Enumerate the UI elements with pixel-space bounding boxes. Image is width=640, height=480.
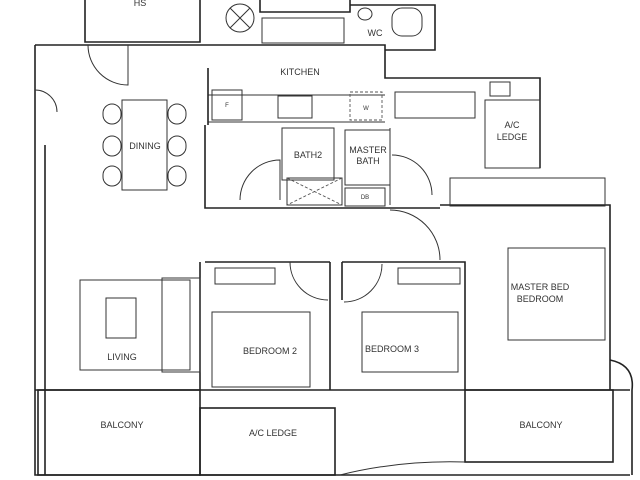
label-fridge: F: [225, 103, 229, 109]
label-dining: DINING: [129, 141, 161, 151]
label-master-bedroom: MASTER BED: [511, 282, 570, 292]
label-bath2: BATH2: [294, 150, 322, 160]
bath2-door[interactable]: [239, 159, 281, 201]
balcony-left: [37, 389, 201, 476]
label-living: LIVING: [107, 352, 137, 362]
toilet-icon: [391, 7, 423, 37]
label-bedroom2: BEDROOM 2: [243, 346, 297, 356]
label-ac-ledge-top: A/C: [504, 120, 520, 130]
label-ac-ledge-bottom: A/C LEDGE: [249, 428, 297, 438]
shower-icon: [286, 177, 343, 206]
wardrobe-bedroom2: [214, 267, 276, 285]
label-wc: WC: [368, 28, 383, 38]
bedroom2-door[interactable]: [289, 261, 329, 301]
label-balcony-left: BALCONY: [100, 420, 143, 430]
bed-bedroom2: [211, 311, 311, 388]
fan-icon: [225, 3, 255, 33]
fridge: [211, 89, 243, 121]
wardrobe-bedroom3: [397, 267, 461, 285]
bedroom3-door[interactable]: [343, 263, 383, 303]
label-kitchen: KITCHEN: [280, 67, 320, 77]
label-hs: HS: [134, 0, 147, 8]
label-bedroom3: BEDROOM 3: [365, 344, 419, 354]
dining-chairs: [102, 103, 187, 187]
label-db: DB: [361, 195, 369, 201]
master-bath-door[interactable]: [389, 128, 433, 205]
dining-table: [121, 99, 168, 191]
living-rug: [79, 279, 191, 371]
bed-bedroom3: [361, 311, 459, 373]
side-door[interactable]: [34, 89, 58, 113]
hob-icon: [277, 95, 313, 119]
label-master-bath: MASTER: [349, 145, 387, 155]
washer: [349, 91, 383, 121]
coffee-table: [105, 297, 137, 339]
label-balcony-right: BALCONY: [519, 420, 562, 430]
label-master-bath-2: BATH: [356, 156, 379, 166]
ac-ledge-bottom: [199, 407, 336, 476]
label-ac-ledge-top-2: LEDGE: [497, 132, 528, 142]
balcony-right: [464, 389, 614, 463]
master-bed: [507, 247, 606, 341]
basin-icon: [357, 7, 373, 21]
hs-room: [84, 0, 201, 43]
sofa: [161, 277, 201, 373]
label-washer: W: [363, 106, 369, 112]
wardrobe: [449, 177, 606, 207]
label-master-bedroom-2: BEDROOM: [517, 294, 564, 304]
entrance-door[interactable]: [87, 44, 129, 86]
walls: [34, 0, 634, 476]
